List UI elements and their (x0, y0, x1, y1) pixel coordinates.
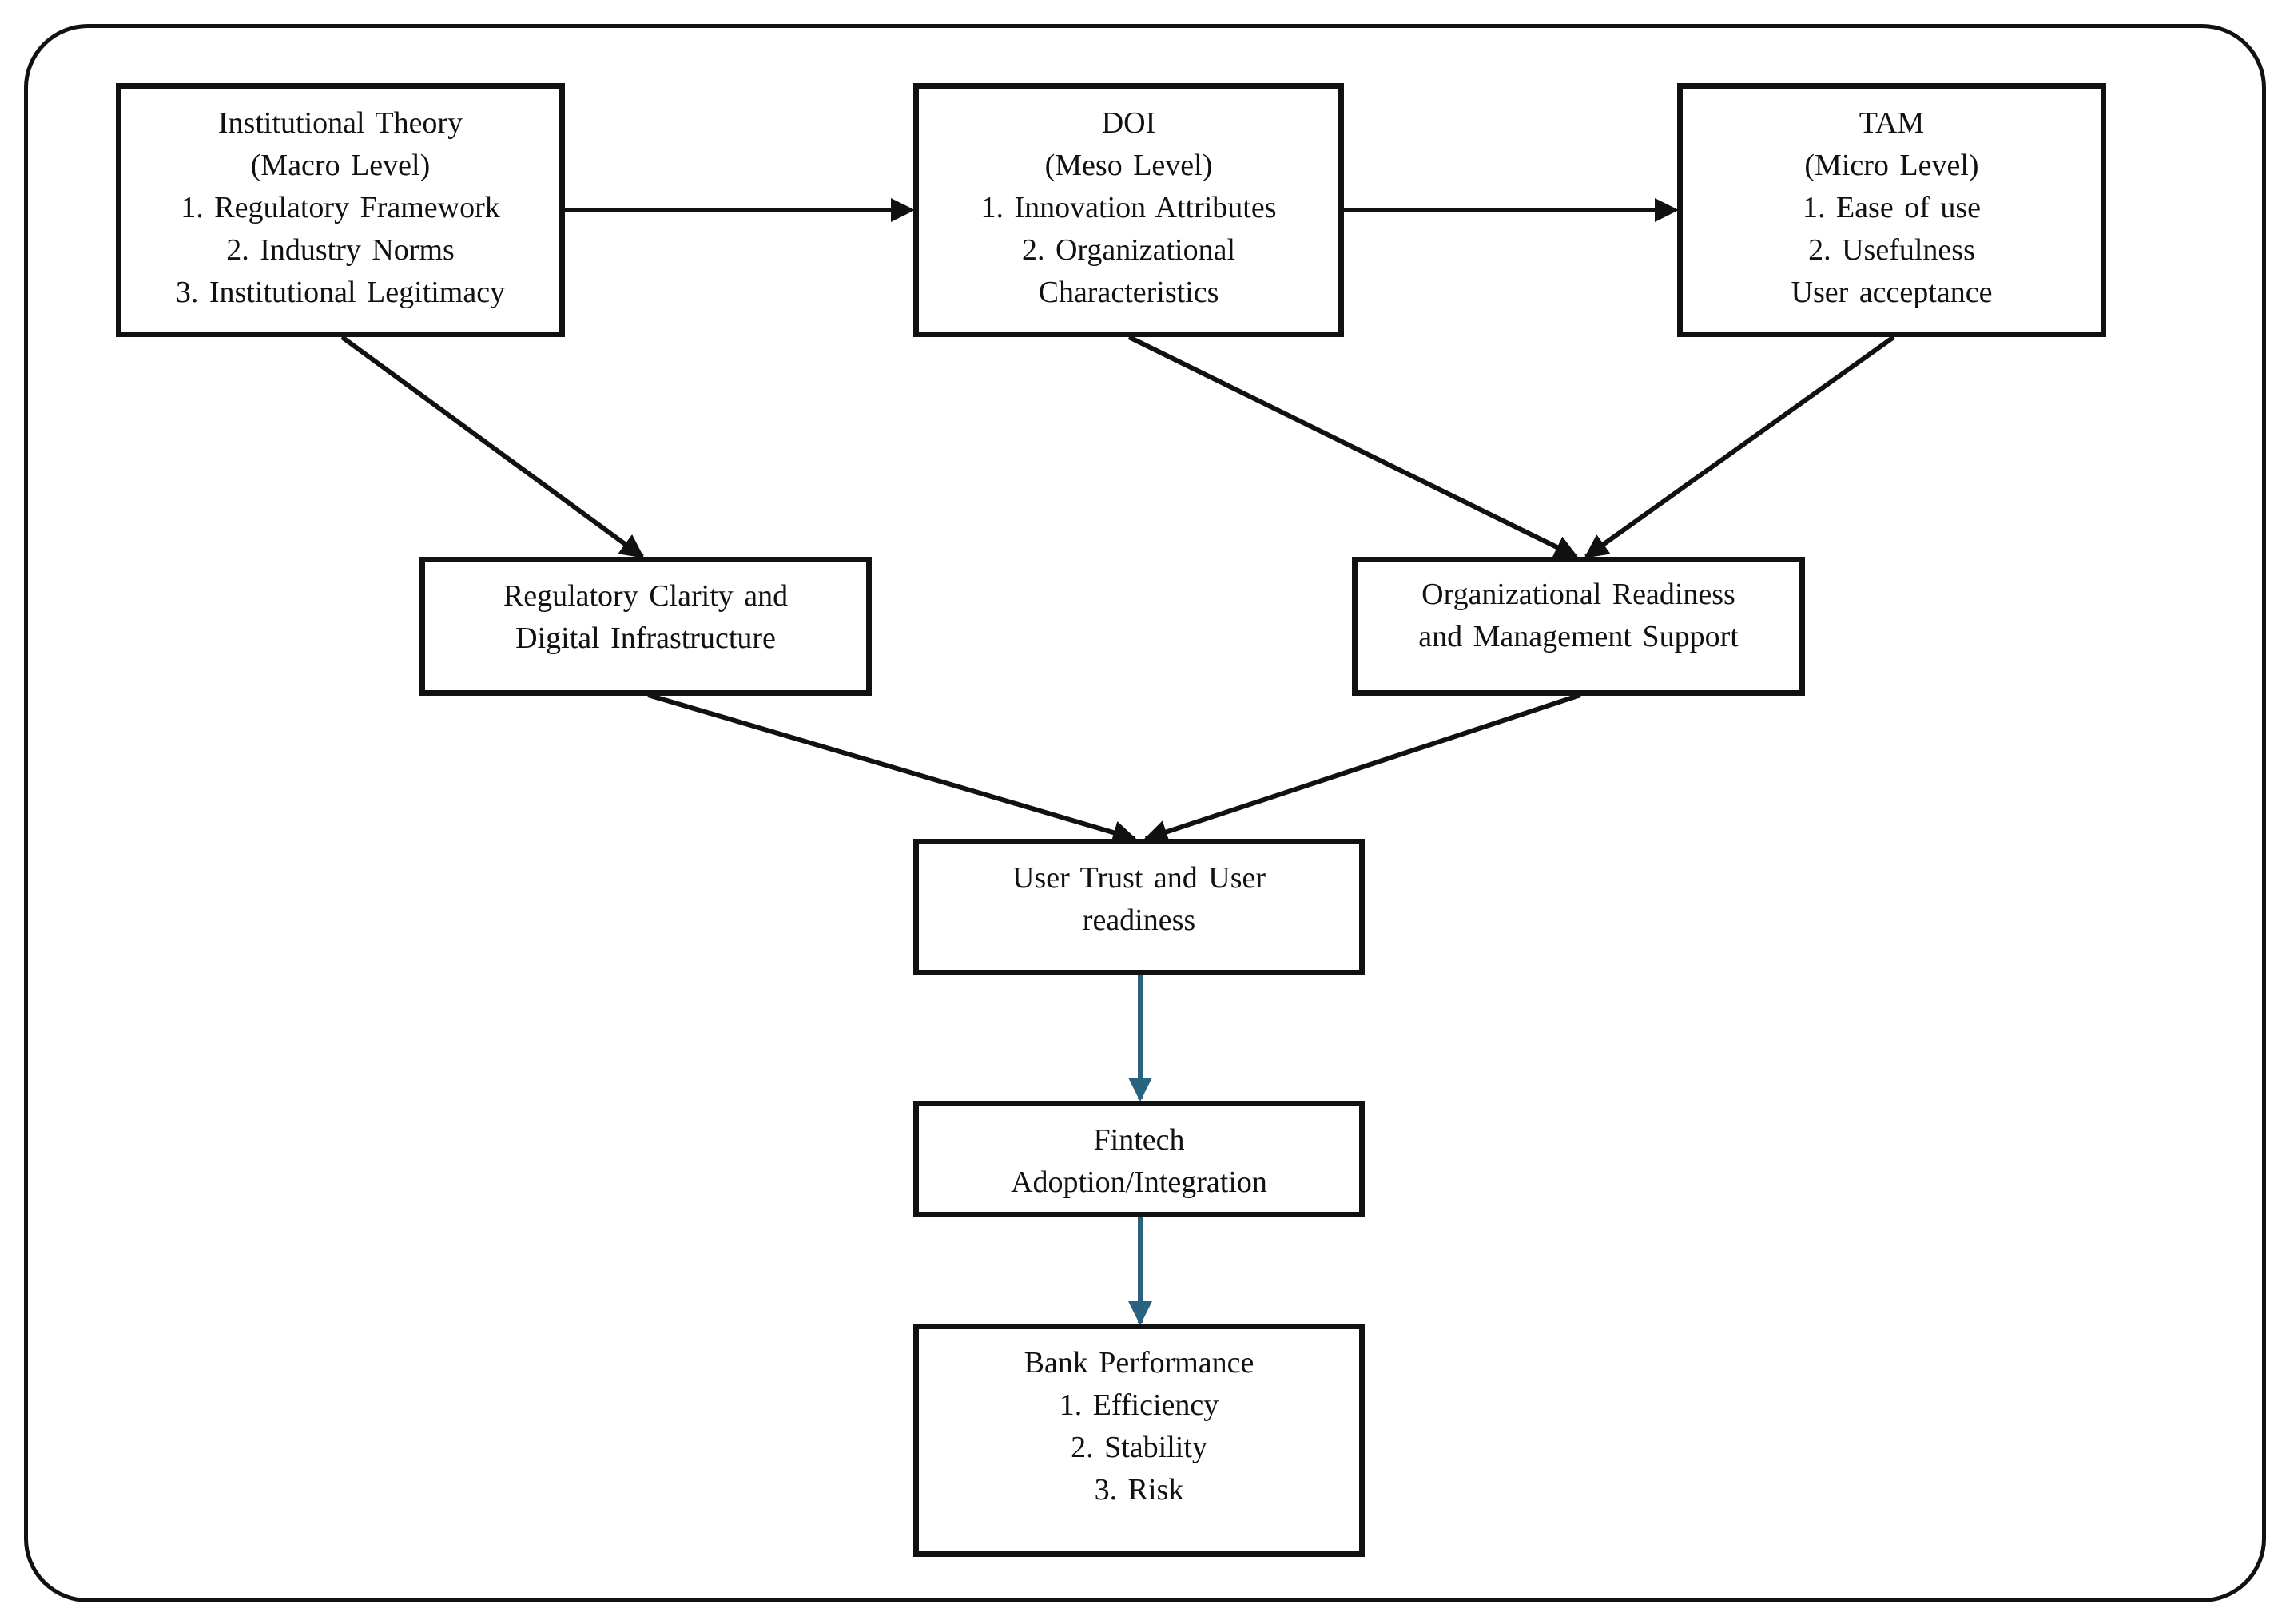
user-trust-line: readiness (1082, 903, 1196, 937)
tam-box: TAM (Micro Level) 1. Ease of use 2. Usef… (1677, 83, 2106, 337)
arrow-organizational-to-trust (1143, 693, 1581, 844)
user-trust-box: User Trust and User readiness (913, 839, 1365, 975)
institutional-theory-level: (Macro Level) (250, 149, 431, 182)
fintech-adoption-line: Adoption/Integration (1011, 1165, 1267, 1199)
doi-box: DOI (Meso Level) 1. Innovation Attribute… (913, 83, 1344, 337)
doi-item: 2. Organizational (1021, 233, 1236, 267)
regulatory-clarity-box: Regulatory Clarity and Digital Infrastru… (419, 557, 872, 696)
regulatory-clarity-line: Digital Infrastructure (515, 621, 776, 655)
bank-performance-title: Bank Performance (1024, 1346, 1254, 1380)
bank-performance-item: 2. Stability (1071, 1431, 1207, 1464)
organizational-readiness-line: and Management Support (1418, 620, 1739, 653)
doi-level: (Meso Level) (1044, 149, 1213, 182)
bank-performance-item: 1. Efficiency (1059, 1388, 1219, 1422)
institutional-theory-item: 2. Industry Norms (226, 233, 455, 267)
user-trust-line: User Trust and User (1012, 861, 1266, 895)
doi-title: DOI (1101, 106, 1156, 140)
doi-item: 1. Innovation Attributes (980, 191, 1277, 224)
fintech-adoption-line: Fintech (1093, 1123, 1185, 1157)
institutional-theory-item: 3. Institutional Legitimacy (175, 276, 506, 309)
institutional-theory-title: Institutional Theory (217, 106, 463, 140)
tam-item: User acceptance (1791, 276, 1993, 309)
organizational-readiness-line: Organizational Readiness (1421, 578, 1735, 611)
tam-item: 1. Ease of use (1802, 191, 1982, 224)
institutional-theory-item: 1. Regulatory Framework (181, 191, 500, 224)
institutional-theory-box: Institutional Theory (Macro Level) 1. Re… (116, 83, 565, 337)
tam-title: TAM (1859, 106, 1925, 140)
organizational-readiness-box: Organizational Readiness and Management … (1352, 557, 1805, 696)
bank-performance-item: 3. Risk (1094, 1473, 1184, 1507)
arrow-doi-to-organizational (1127, 335, 1579, 559)
bank-performance-box: Bank Performance 1. Efficiency 2. Stabil… (913, 1324, 1365, 1557)
arrow-regulatory-to-trust (647, 693, 1137, 844)
arrow-institutional-to-regulatory (340, 335, 645, 559)
tam-level: (Micro Level) (1804, 149, 1979, 182)
doi-item: Characteristics (1038, 276, 1219, 309)
diagram-frame (24, 24, 2266, 1602)
regulatory-clarity-line: Regulatory Clarity and (503, 579, 789, 613)
tam-item: 2. Usefulness (1808, 233, 1975, 267)
arrow-tam-to-organizational (1584, 335, 1895, 559)
fintech-adoption-box: Fintech Adoption/Integration (913, 1101, 1365, 1217)
